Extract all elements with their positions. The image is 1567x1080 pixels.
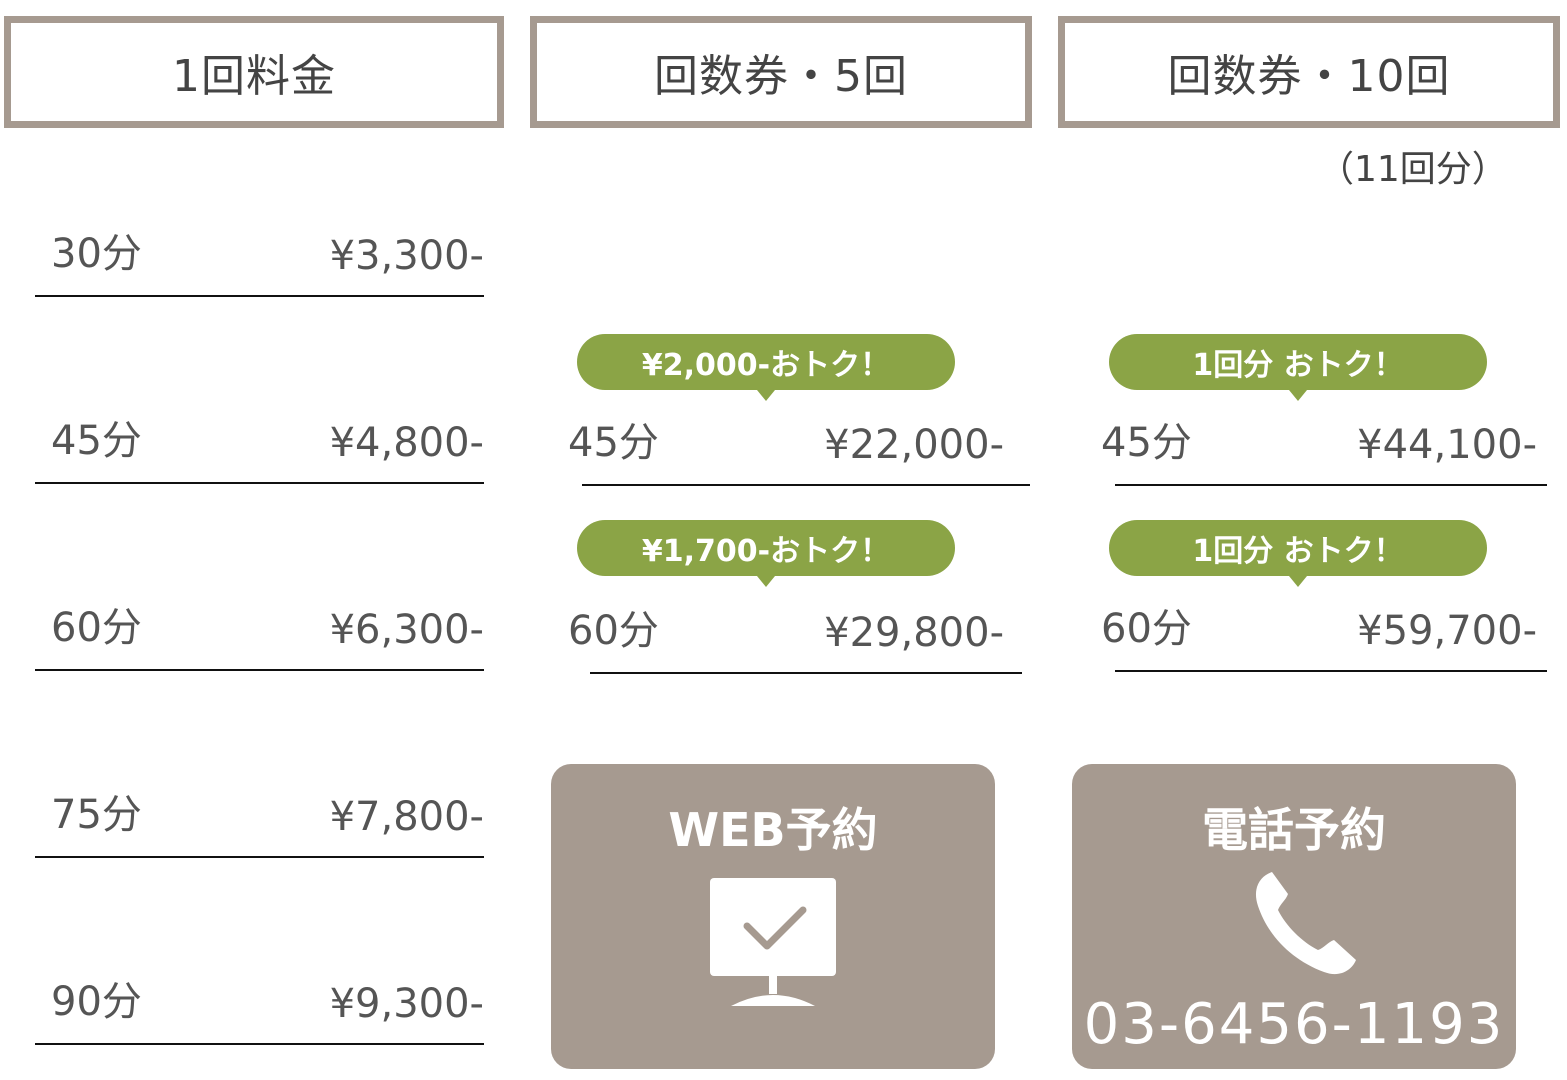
single-price-row: 45分 ¥4,800-	[35, 396, 484, 484]
five-ticket-row: 45分 ¥22,000-	[568, 397, 1030, 486]
header-ten-tickets: 回数券・10回	[1058, 16, 1560, 128]
price: ¥59,700-	[1357, 608, 1537, 654]
savings-badge: 1回分 おトク！	[1109, 334, 1487, 401]
price: ¥29,800-	[824, 610, 1004, 656]
price: ¥3,300-	[329, 233, 484, 279]
price: ¥6,300-	[329, 607, 484, 653]
savings-badge: ¥1,700-おトク！	[577, 520, 955, 587]
price: ¥7,800-	[329, 794, 484, 840]
ten-ticket-row: 45分 ¥44,100-	[1101, 397, 1547, 486]
duration: 60分	[568, 608, 659, 654]
monitor-check-icon	[710, 878, 836, 1006]
duration: 45分	[568, 420, 659, 466]
single-price-row: 30分 ¥3,300-	[35, 210, 484, 297]
single-price-row: 75分 ¥7,800-	[35, 768, 484, 858]
duration: 90分	[51, 979, 142, 1025]
price: ¥9,300-	[329, 981, 484, 1027]
phone-reservation-label: 電話予約	[1202, 803, 1386, 857]
ten-ticket-note: （11回分）	[1318, 149, 1508, 190]
savings-badge: 1回分 おトク！	[1109, 520, 1487, 587]
single-price-row: 60分 ¥6,300-	[35, 582, 484, 671]
duration: 45分	[51, 418, 142, 464]
duration: 30分	[51, 231, 142, 277]
header-single-price: 1回料金	[4, 16, 504, 128]
phone-number[interactable]: 03-6456-1193	[1083, 992, 1505, 1057]
duration: 60分	[1101, 606, 1192, 652]
phone-icon	[1255, 872, 1356, 975]
duration: 75分	[51, 792, 142, 838]
single-price-row: 90分 ¥9,300-	[35, 955, 484, 1045]
duration: 60分	[51, 605, 142, 651]
web-reservation-button[interactable]: WEB予約	[551, 764, 995, 1069]
savings-badge: ¥2,000-おトク！	[577, 334, 955, 401]
five-ticket-row: 60分 ¥29,800-	[568, 584, 1022, 674]
price: ¥22,000-	[824, 422, 1004, 468]
price: ¥4,800-	[329, 420, 484, 466]
header-five-tickets: 回数券・5回	[530, 16, 1032, 128]
ten-ticket-row: 60分 ¥59,700-	[1101, 582, 1547, 672]
web-reservation-label: WEB予約	[668, 803, 878, 857]
price: ¥44,100-	[1357, 422, 1537, 468]
duration: 45分	[1101, 420, 1192, 466]
phone-reservation-button[interactable]: 電話予約 03-6456-1193	[1072, 764, 1516, 1069]
